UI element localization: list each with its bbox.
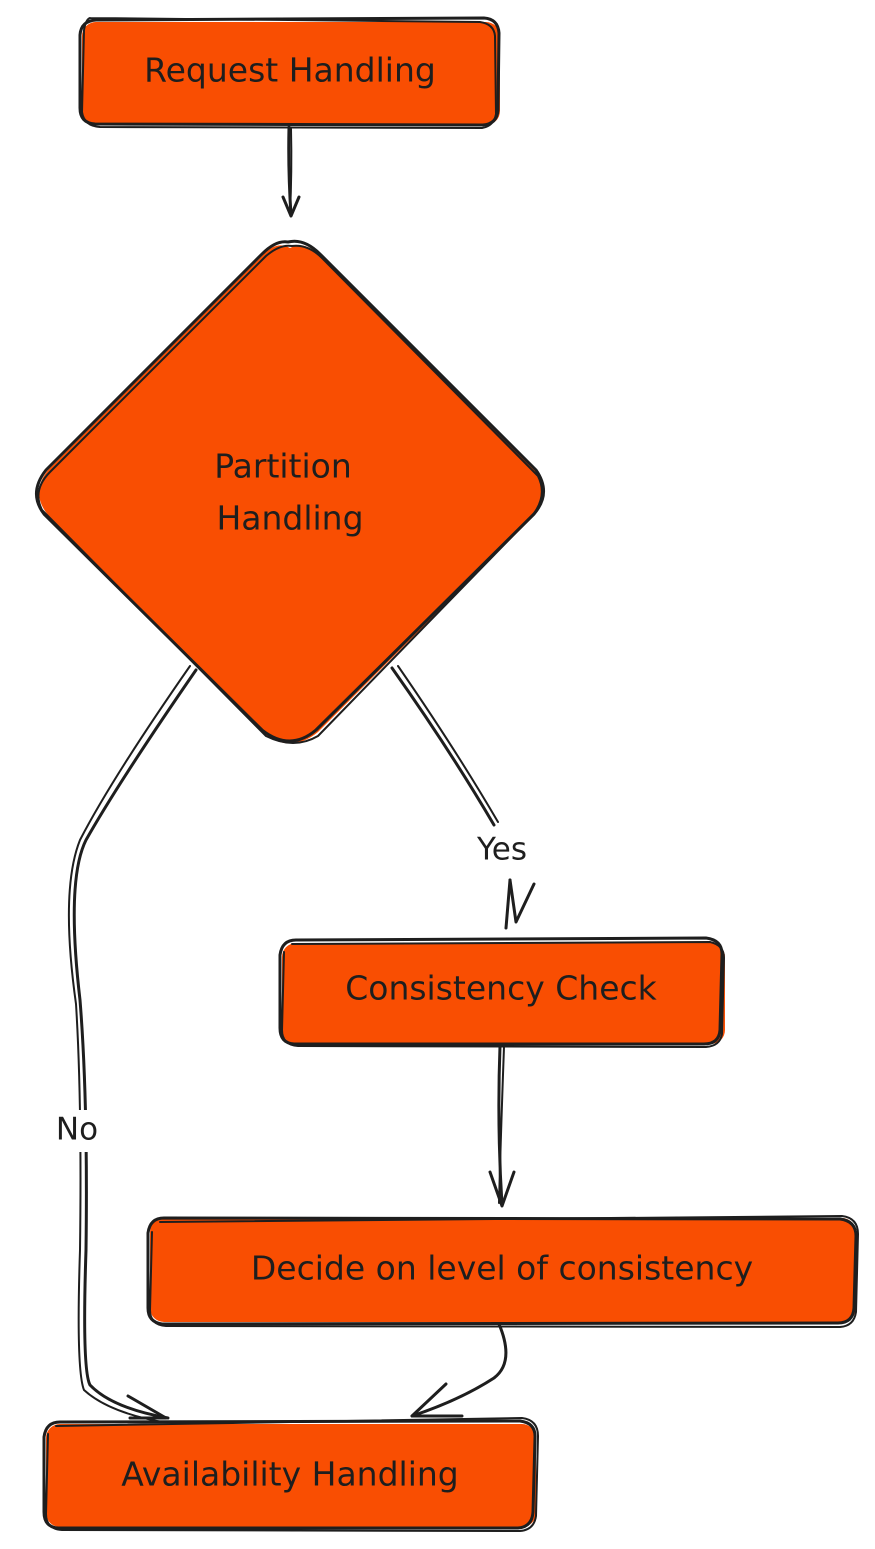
arrow-decide-to-availability (410, 1322, 508, 1418)
node-availability-handling[interactable]: Availability Handling (42, 1417, 539, 1532)
decide-level-label: Decide on level of consistency (251, 1249, 753, 1288)
node-request-handling[interactable]: Request Handling (78, 16, 501, 129)
availability-handling-label: Availability Handling (121, 1455, 458, 1494)
arrow-request-to-partition (281, 125, 301, 218)
arrow-partition-to-consistency-yes: Yes (390, 665, 540, 930)
node-partition-handling[interactable]: Partition Handling (35, 239, 545, 744)
request-handling-label: Request Handling (144, 51, 436, 90)
node-decide-level[interactable]: Decide on level of consistency (146, 1215, 859, 1328)
node-consistency-check[interactable]: Consistency Check (278, 936, 725, 1048)
arrow-consistency-to-decide (488, 1044, 516, 1208)
partition-handling-label-line1: Partition (214, 447, 352, 486)
partition-handling-label-line2: Handling (216, 499, 363, 538)
no-label: No (56, 1112, 98, 1148)
arrow-partition-to-availability-no: No (48, 665, 198, 1423)
yes-label: Yes (476, 832, 527, 868)
consistency-check-label: Consistency Check (345, 969, 657, 1008)
